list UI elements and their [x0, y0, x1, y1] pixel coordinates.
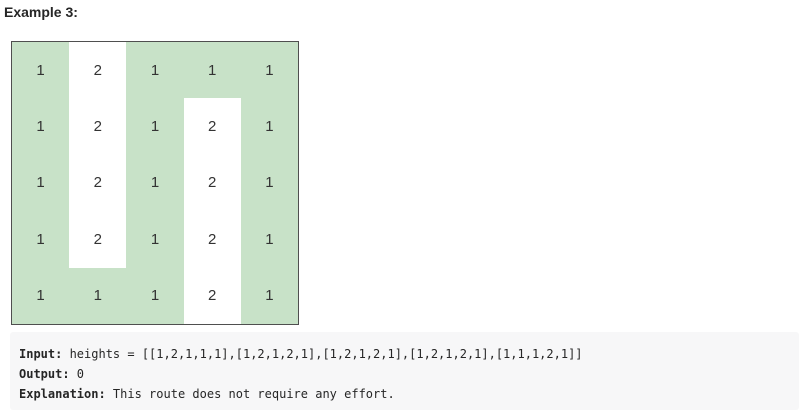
grid-cell-r2-c2: 1 [126, 154, 184, 212]
explanation-value: This route does not require any effort. [105, 387, 395, 401]
grid-cell-r3-c3: 2 [183, 211, 241, 268]
grid-cell-r4-c2: 1 [126, 267, 184, 324]
output-label: Output: [19, 367, 70, 381]
grid-cell-r1-c0: 1 [12, 98, 70, 155]
grid-cell-r3-c0: 1 [12, 211, 70, 268]
grid-cell-r2-c0: 1 [12, 154, 70, 212]
explanation-label: Explanation: [19, 387, 106, 401]
example-heading: Example 3: [4, 4, 78, 20]
grid-cell-r3-c4: 1 [240, 211, 298, 268]
example-code-block: Input: heights = [[1,2,1,1,1],[1,2,1,2,1… [10, 332, 799, 410]
output-line: Output: 0 [19, 364, 799, 384]
grid-cell-r0-c1: 2 [69, 42, 127, 99]
grid-cell-r1-c4: 1 [240, 98, 298, 155]
grid-cell-r0-c2: 1 [126, 42, 184, 99]
grid-cell-r3-c2: 1 [126, 211, 184, 268]
explanation-line: Explanation: This route does not require… [19, 384, 799, 404]
grid-cell-r4-c1: 1 [69, 267, 127, 324]
input-line: Input: heights = [[1,2,1,1,1],[1,2,1,2,1… [19, 344, 799, 364]
grid-cell-r1-c3: 2 [183, 98, 241, 155]
output-value: 0 [69, 367, 85, 381]
grid-cell-r3-c1: 2 [69, 211, 127, 268]
grid-cell-r1-c1: 2 [69, 98, 127, 155]
input-value: heights = [[1,2,1,1,1],[1,2,1,2,1],[1,2,… [62, 347, 583, 361]
grid-cell-r2-c1: 2 [69, 154, 127, 212]
input-label: Input: [19, 347, 63, 361]
grid-cell-r0-c0: 1 [12, 42, 70, 99]
grid-cell-r2-c4: 1 [240, 154, 298, 212]
grid-cell-r1-c2: 1 [126, 98, 184, 155]
grid-cell-r4-c0: 1 [12, 267, 70, 324]
grid-cell-r4-c3: 2 [183, 267, 241, 324]
grid-cell-r0-c4: 1 [240, 42, 298, 99]
grid-cell-r0-c3: 1 [183, 42, 241, 99]
grid-cell-r2-c3: 2 [183, 154, 241, 212]
grid-cell-r4-c4: 1 [240, 267, 298, 324]
